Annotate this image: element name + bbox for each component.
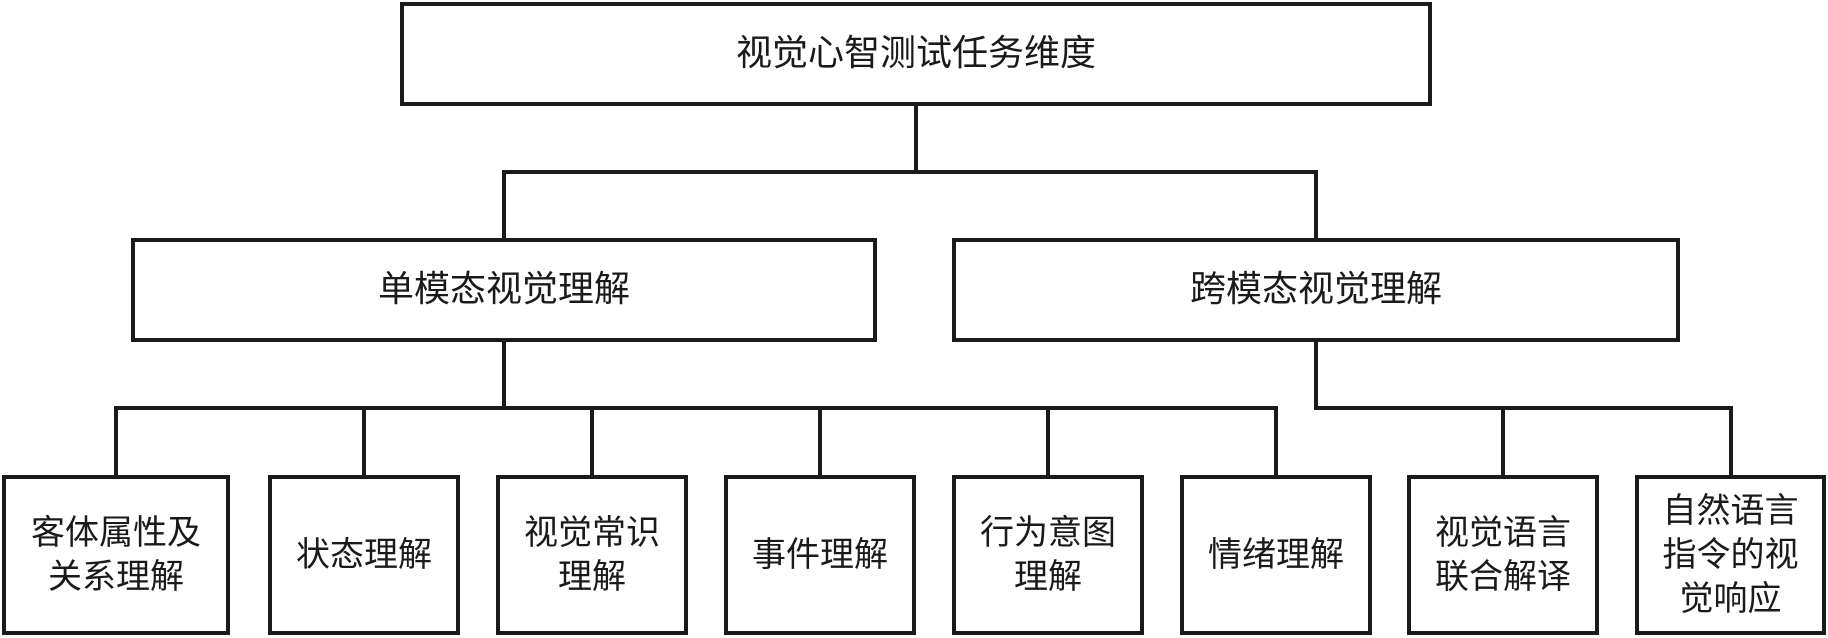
leaf-label: 视觉常识 理解 bbox=[524, 512, 660, 597]
leaf-node-event: 事件理解 bbox=[724, 475, 916, 635]
leaf-node-state: 状态理解 bbox=[268, 475, 460, 635]
leaf-node-vision-language: 视觉语言 联合解译 bbox=[1407, 475, 1599, 635]
leaf-node-visual-commonsense: 视觉常识 理解 bbox=[496, 475, 688, 635]
root-label: 视觉心智测试任务维度 bbox=[735, 32, 1096, 74]
leaf-label: 自然语言 指令的视 觉响应 bbox=[1662, 490, 1799, 620]
leaf-node-instruction-response: 自然语言 指令的视 觉响应 bbox=[1635, 475, 1826, 635]
leaf-label: 情绪理解 bbox=[1208, 534, 1344, 575]
leaf-label: 状态理解 bbox=[296, 534, 432, 575]
leaf-label: 客体属性及 关系理解 bbox=[31, 512, 201, 597]
leaf-node-object-attributes: 客体属性及 关系理解 bbox=[2, 475, 230, 635]
root-node: 视觉心智测试任务维度 bbox=[400, 2, 1432, 106]
single-modal-label: 单模态视觉理解 bbox=[377, 268, 630, 310]
cross-modal-label: 跨模态视觉理解 bbox=[1189, 268, 1442, 310]
leaf-label: 行为意图 理解 bbox=[980, 512, 1116, 597]
single-modal-node: 单模态视觉理解 bbox=[131, 238, 877, 342]
leaf-label: 视觉语言 联合解译 bbox=[1435, 512, 1571, 597]
cross-modal-node: 跨模态视觉理解 bbox=[952, 238, 1680, 342]
leaf-node-emotion: 情绪理解 bbox=[1180, 475, 1372, 635]
leaf-node-behavior-intent: 行为意图 理解 bbox=[952, 475, 1144, 635]
leaf-label: 事件理解 bbox=[752, 534, 888, 575]
